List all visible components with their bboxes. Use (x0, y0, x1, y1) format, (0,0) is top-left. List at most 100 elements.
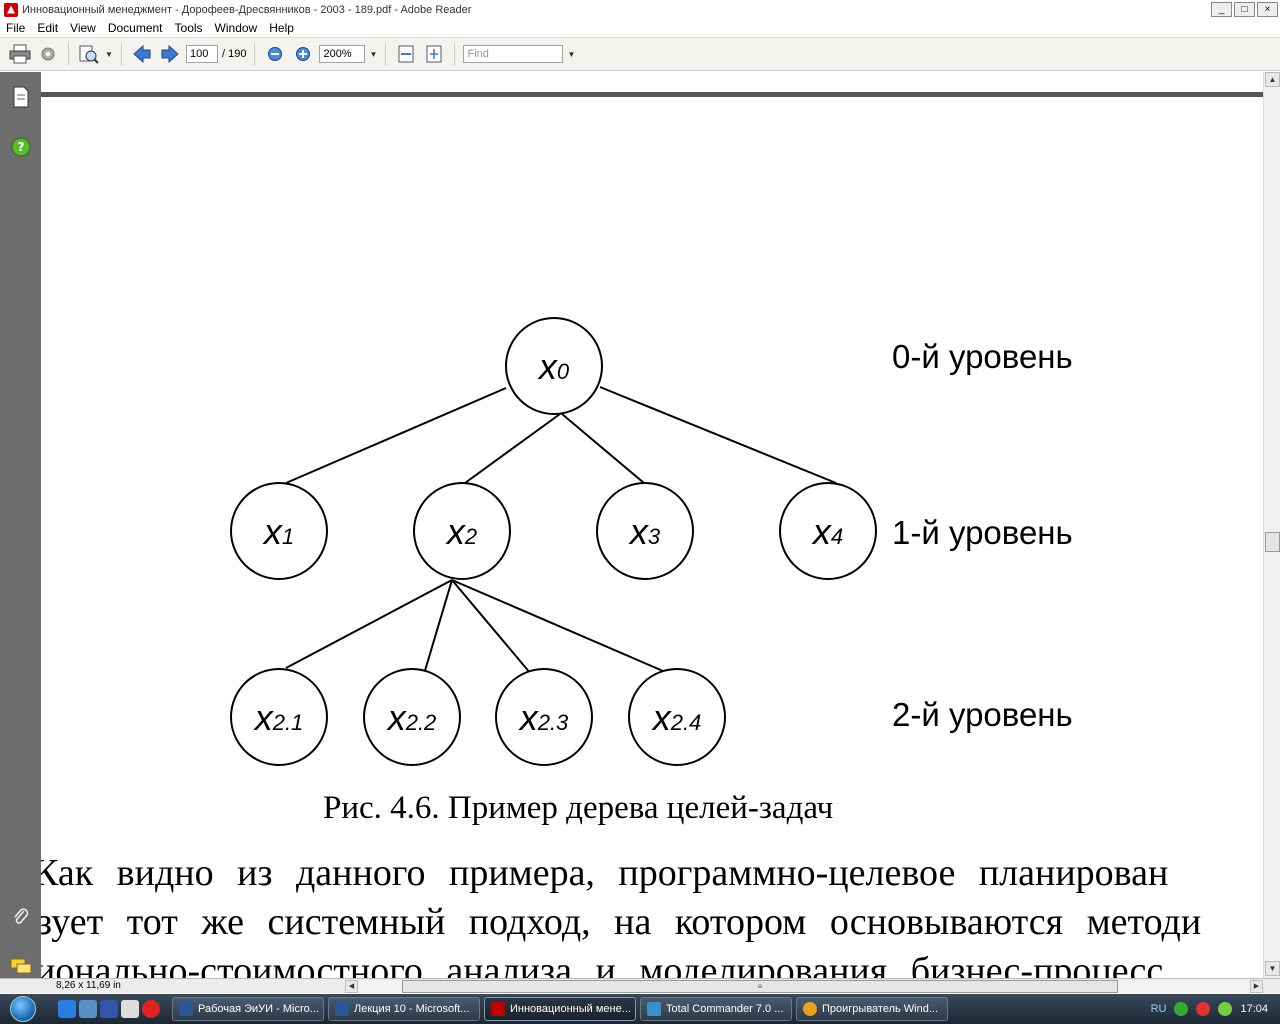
chevron-down-icon[interactable]: ▼ (369, 49, 378, 59)
node-x2-1 (230, 668, 328, 766)
edge-x0-x3 (561, 413, 645, 484)
pages-icon[interactable] (10, 86, 32, 108)
show-desktop-icon[interactable] (79, 1000, 97, 1018)
toolbar-divider (385, 43, 387, 65)
figure-caption: Рис. 4.6. Пример дерева целей-задач (323, 790, 834, 826)
node-label-x2-4: x2.4 (651, 697, 702, 738)
page-total: / 190 (222, 48, 247, 60)
menu-window[interactable]: Window (214, 21, 258, 35)
tree-edges (285, 386, 837, 675)
menu-file[interactable]: File (6, 21, 26, 35)
toolbar-divider (68, 43, 69, 65)
pdf-icon (491, 1002, 505, 1016)
body-text-line: Как видно из данного примера, программно… (41, 852, 1169, 894)
scroll-right-icon[interactable]: ▶ (1250, 980, 1263, 993)
print-icon[interactable] (8, 42, 32, 66)
node-label-x2: x2 (445, 511, 477, 552)
maximize-button[interactable]: □ (1234, 2, 1255, 17)
opera-icon[interactable] (142, 1000, 160, 1018)
search-document-icon[interactable] (77, 42, 101, 66)
previous-page-icon[interactable] (130, 42, 154, 66)
node-x1 (230, 482, 328, 580)
vertical-scroll-thumb[interactable] (1265, 532, 1280, 552)
node-label-x4: x4 (811, 511, 843, 552)
chevron-down-icon[interactable]: ▼ (105, 49, 113, 59)
menu-document[interactable]: Document (107, 21, 163, 35)
task-adobe-reader[interactable]: Инновационный мене... (484, 997, 636, 1021)
goal-tree-diagram: x0 x1 x2 x3 x4 x2.1 x2.2 x2.3 x2.4 (230, 317, 877, 766)
comments-icon[interactable] (10, 956, 32, 978)
zoom-select[interactable]: 200% (319, 45, 366, 63)
fit-width-icon[interactable] (394, 42, 418, 66)
find-input[interactable]: Find (463, 45, 564, 63)
node-x2-3 (495, 668, 593, 766)
level-label-0: 0-й уровень (892, 338, 1073, 375)
taskbar: Рабочая ЭиУИ - Micro... Лекция 10 - Micr… (0, 994, 1280, 1024)
media-player-icon (803, 1002, 817, 1016)
level-label-2: 2-й уровень (892, 696, 1073, 733)
task-word-2[interactable]: Лекция 10 - Microsoft... (328, 997, 480, 1021)
node-x2-2 (363, 668, 461, 766)
node-label-x2-1: x2.1 (253, 697, 304, 738)
security-icon[interactable] (1196, 1002, 1211, 1016)
help-icon[interactable]: ? (10, 136, 32, 158)
close-button[interactable]: × (1257, 2, 1278, 17)
node-label-x2-3: x2.3 (518, 697, 569, 738)
internet-explorer-icon[interactable] (58, 1000, 76, 1018)
toolbar: ▼ 100 / 190 200% ▼ Find ▼ (0, 37, 1280, 71)
chevron-down-icon[interactable]: ▼ (567, 49, 576, 59)
node-x0 (505, 317, 603, 415)
node-label-x1: x1 (262, 511, 294, 552)
menu-help[interactable]: Help (269, 21, 294, 35)
svg-text:?: ? (18, 140, 25, 154)
page-number-input[interactable]: 100 (186, 45, 218, 63)
horizontal-scroll-thumb[interactable]: ≡ (402, 980, 1118, 993)
edge-x2-x23 (451, 579, 532, 675)
attachments-icon[interactable] (10, 906, 32, 928)
document-view[interactable]: x0 x1 x2 x3 x4 x2.1 x2.2 x2.3 x2.4 0-й у… (41, 72, 1263, 978)
scroll-up-icon[interactable]: ▲ (1265, 72, 1280, 87)
network-icon[interactable] (1174, 1002, 1189, 1016)
task-media-player[interactable]: Проигрыватель Wind... (796, 997, 948, 1021)
page-gap (41, 72, 1263, 92)
node-x2 (413, 482, 511, 580)
save-icon[interactable] (100, 1000, 118, 1018)
clock[interactable]: 17:04 (1240, 1003, 1268, 1015)
node-label-x2-2: x2.2 (386, 697, 437, 738)
windows-logo-icon (10, 996, 36, 1022)
antivirus-icon[interactable] (1218, 1002, 1233, 1016)
window-title: Инновационный менеджмент - Дорофеев-Дрес… (22, 3, 472, 16)
word-icon (179, 1002, 193, 1016)
scroll-left-icon[interactable]: ◀ (345, 980, 358, 993)
menu-edit[interactable]: Edit (37, 21, 59, 35)
adobe-reader-icon (4, 2, 18, 17)
page-size-indicator: 8,26 x 11,69 in (56, 980, 121, 991)
task-word-1[interactable]: Рабочая ЭиУИ - Micro... (172, 997, 324, 1021)
media-icon[interactable] (121, 1000, 139, 1018)
settings-icon[interactable] (36, 42, 60, 66)
title-bar: Инновационный менеджмент - Дорофеев-Дрес… (0, 0, 1280, 19)
navigation-pane: ? (0, 72, 41, 978)
edge-x2-x21 (285, 579, 453, 669)
menu-tools[interactable]: Tools (174, 21, 203, 35)
toolbar-divider (121, 43, 122, 65)
fit-page-icon[interactable] (422, 42, 446, 66)
task-total-commander[interactable]: Total Commander 7.0 ... (640, 997, 792, 1021)
minimize-button[interactable]: _ (1211, 2, 1232, 17)
start-button[interactable] (0, 994, 46, 1024)
menu-view[interactable]: View (70, 21, 96, 35)
edge-x2-x24 (451, 579, 671, 675)
zoom-out-icon[interactable] (263, 42, 287, 66)
zoom-in-icon[interactable] (291, 42, 315, 66)
node-x2-4 (628, 668, 726, 766)
vertical-scrollbar[interactable]: ▲ ▼ (1263, 72, 1280, 978)
node-label-x3: x3 (628, 511, 661, 552)
edge-x0-x2 (464, 413, 561, 484)
horizontal-scrollbar[interactable]: ◀ ≡ ▶ (345, 980, 1263, 993)
toolbar-divider (254, 43, 256, 65)
scroll-down-icon[interactable]: ▼ (1265, 961, 1280, 976)
language-indicator[interactable]: RU (1150, 1003, 1167, 1015)
next-page-icon[interactable] (158, 42, 182, 66)
total-commander-icon (647, 1002, 661, 1016)
node-x3 (596, 482, 694, 580)
